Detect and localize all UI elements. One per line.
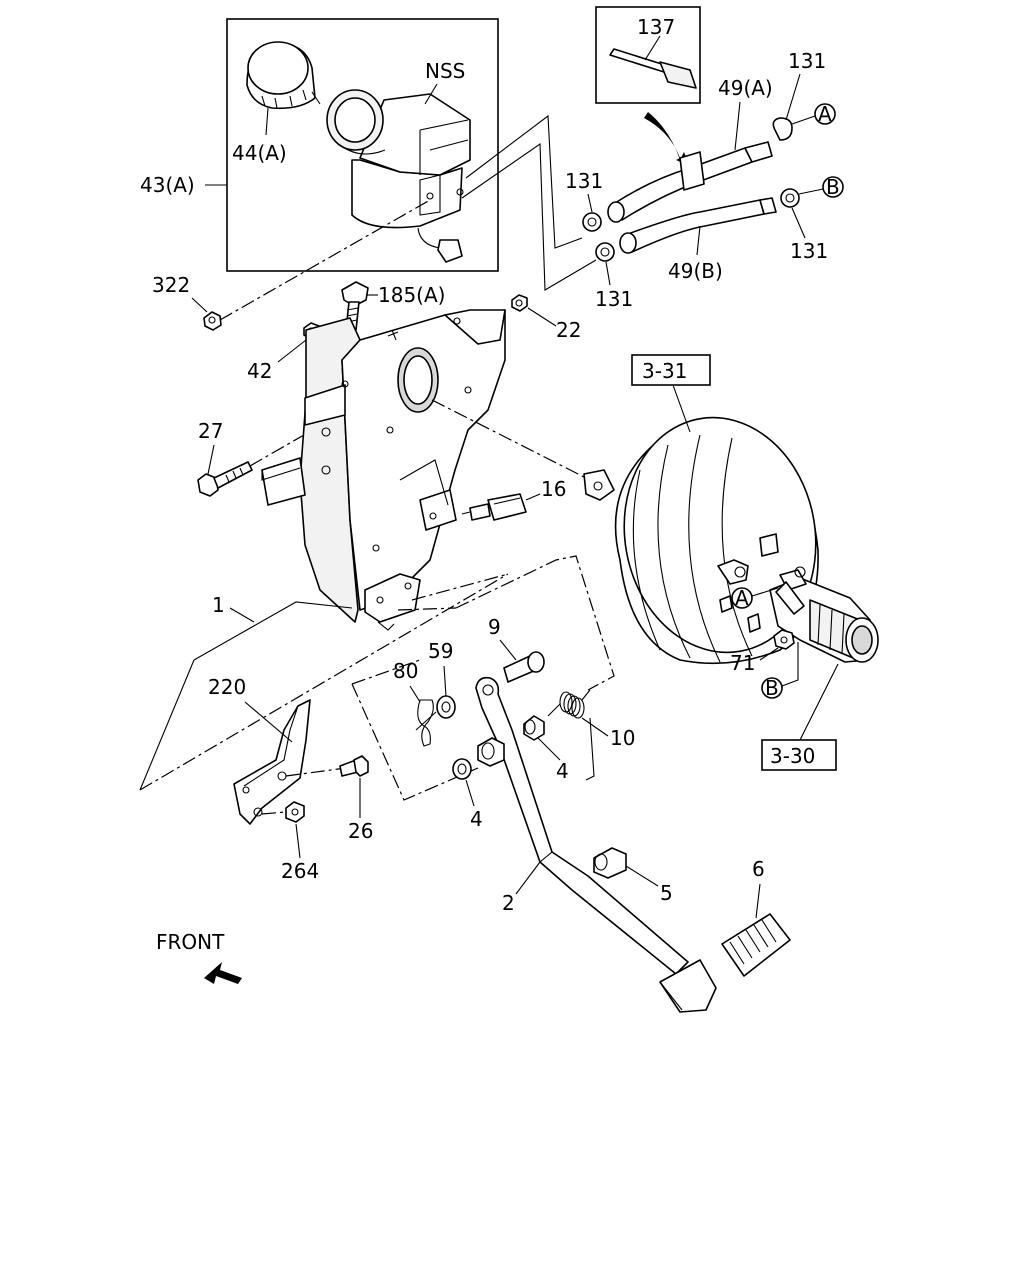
- callout-a-top: A: [791, 102, 836, 126]
- label-185a: 185(A): [378, 283, 445, 307]
- bolt-26: [339, 755, 369, 777]
- nut-322: [203, 311, 222, 331]
- label-137: 137: [637, 15, 675, 39]
- hose-49a: [607, 141, 773, 223]
- clip-80: [415, 699, 437, 747]
- reservoir-tank: [326, 89, 471, 263]
- svg-text:B: B: [765, 676, 779, 700]
- label-27: 27: [198, 419, 223, 443]
- clamp-131-left-upper: [582, 212, 602, 232]
- callout-a-booster: A: [731, 586, 779, 610]
- return-spring-10: [547, 689, 591, 719]
- label-131-b: 131: [790, 239, 828, 263]
- ref-box-331: [631, 354, 711, 386]
- label-131-d: 131: [595, 287, 633, 311]
- washer-59: [436, 695, 456, 719]
- label-131-c: 131: [565, 169, 603, 193]
- label-16: 16: [541, 477, 566, 501]
- pin-9: [503, 651, 545, 683]
- nut-71: [773, 629, 795, 650]
- clamp-131-left-lower: [595, 242, 615, 262]
- pedal-bracket: [261, 309, 506, 631]
- label-6: 6: [752, 857, 765, 881]
- label-49a: 49(A): [718, 76, 773, 100]
- clamp-131-mid-right: [780, 188, 800, 208]
- label-22: 22: [556, 318, 581, 342]
- label-26: 26: [348, 819, 373, 843]
- master-cylinder: [769, 566, 879, 663]
- label-44a: 44(A): [232, 141, 287, 165]
- label-42: 42: [247, 359, 272, 383]
- label-10: 10: [610, 726, 635, 750]
- ref-label-330: 3-30: [770, 744, 815, 768]
- reservoir-inset: 44(A) NSS: [226, 18, 499, 272]
- label-4-right: 4: [556, 759, 569, 783]
- bushing-4-left: [452, 758, 472, 780]
- label-1: 1: [212, 593, 225, 617]
- label-131-a: 131: [788, 49, 826, 73]
- label-71: 71: [730, 651, 755, 675]
- ref-label-331: 3-31: [642, 359, 687, 383]
- pedal-pad-6: [721, 913, 791, 977]
- bolt-27: [197, 461, 253, 497]
- label-4-left: 4: [470, 807, 483, 831]
- brake-booster: [614, 416, 819, 665]
- bushing-4-right: [523, 715, 545, 741]
- svg-text:A: A: [735, 586, 749, 610]
- nut-264: [285, 801, 305, 823]
- svg-text:A: A: [818, 102, 832, 126]
- label-2: 2: [502, 891, 515, 915]
- svg-text:B: B: [826, 175, 840, 199]
- ref-box-330: [761, 739, 837, 771]
- cable-tie-inset: 137: [595, 6, 701, 166]
- callout-b-top: B: [798, 175, 844, 199]
- label-9: 9: [488, 615, 501, 639]
- label-80: 80: [393, 659, 418, 683]
- callout-b-booster: B: [761, 642, 799, 700]
- clamp-131-top-right: [772, 117, 793, 141]
- hose-49b: [619, 197, 777, 254]
- label-322: 322: [152, 273, 190, 297]
- stop-light-switch-16: [461, 493, 527, 521]
- label-220: 220: [208, 675, 246, 699]
- nut-22: [511, 294, 528, 312]
- label-264: 264: [281, 859, 319, 883]
- sleeve-5: [593, 847, 627, 879]
- label-49b: 49(B): [668, 259, 723, 283]
- label-43a: 43(A): [140, 173, 195, 197]
- brake-pedal-arm: [475, 676, 717, 1013]
- front-arrow-icon: [204, 962, 242, 984]
- reservoir-cap: [246, 41, 321, 110]
- bracket-220: [233, 699, 311, 825]
- label-59: 59: [428, 639, 453, 663]
- front-label: FRONT: [156, 930, 225, 954]
- label-nss: NSS: [425, 59, 465, 83]
- label-5: 5: [660, 881, 673, 905]
